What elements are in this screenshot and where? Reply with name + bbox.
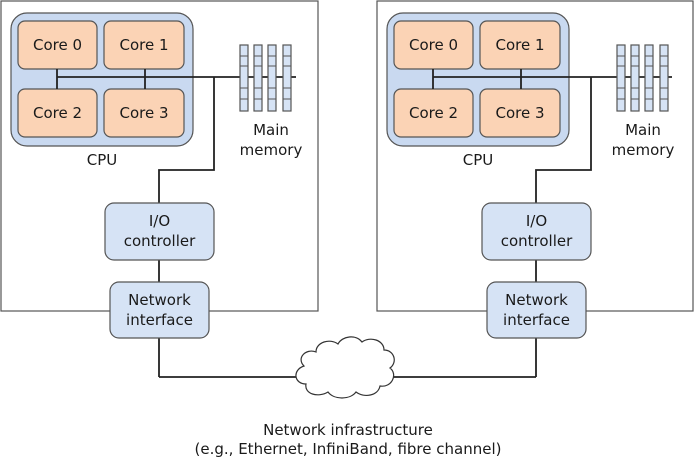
node-1-nic-box — [109, 281, 210, 339]
node-1-core-2-label: Core 2 — [32, 104, 83, 122]
node-1-core-1-label: Core 1 — [119, 36, 169, 54]
node-2-memory-label-line2: memory — [611, 141, 675, 159]
node-1-io-box — [104, 202, 215, 261]
node-1-core-3-label: Core 3 — [119, 104, 169, 122]
node-1-io-label-line2: controller — [123, 232, 196, 250]
node-1-core-1-box — [103, 20, 185, 70]
node-2-memory-label-line1: Main — [625, 121, 661, 139]
network-cloud-icon — [295, 336, 395, 399]
node-2-nic-box — [486, 281, 587, 339]
node-2-core-3-label: Core 3 — [495, 104, 545, 122]
node-2-core-1-box — [479, 20, 561, 70]
node-1-cpu-label: CPU — [86, 151, 118, 169]
node-2-core-0-label: Core 0 — [408, 36, 459, 54]
node-1-core-3-box — [103, 88, 185, 138]
node-1-nic-label-line1: Network — [128, 291, 191, 309]
node-1-memory-modules — [239, 44, 292, 112]
node-2-memory-modules — [616, 44, 669, 112]
node-2-memory-ticks — [617, 55, 668, 100]
node-2-io-label-line1: I/O — [525, 212, 548, 230]
node-2-core-1-label: Core 1 — [495, 36, 545, 54]
node-1-core-0-label: Core 0 — [32, 36, 83, 54]
node-2-core-3-box — [479, 88, 561, 138]
node-2-io-box — [481, 202, 592, 261]
node-2-nic-label-line2: interface — [503, 311, 570, 329]
node-1-memory-ticks — [240, 55, 291, 100]
node-1-memory-label-line2: memory — [239, 141, 303, 159]
node-1-memory-label-line1: Main — [253, 121, 289, 139]
node-1-io-label-line1: I/O — [148, 212, 171, 230]
node-2-core-2-label: Core 2 — [408, 104, 459, 122]
network-label-line1: Network infrastructure — [263, 421, 433, 439]
node-2-io-label-line2: controller — [500, 232, 573, 250]
node-2-cpu-label: CPU — [462, 151, 494, 169]
node-1-nic-label-line2: interface — [126, 311, 193, 329]
node-2-nic-label-line1: Network — [505, 291, 568, 309]
network-label-line2: (e.g., Ethernet, InfiniBand, fibre chann… — [194, 440, 502, 458]
